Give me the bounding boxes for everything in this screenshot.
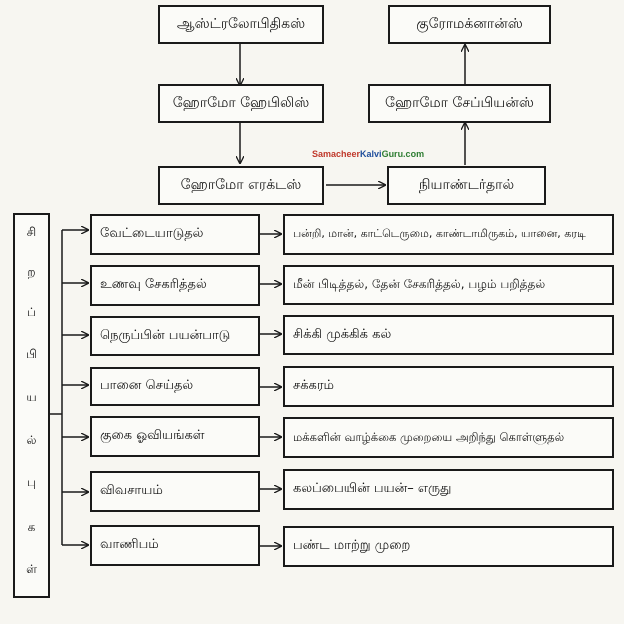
watermark-part2: Kalvi: [360, 149, 382, 159]
node-label: ஹோமோ சேப்பியன்ஸ்: [385, 94, 534, 111]
feature-box-hunting: வேட்டையாடுதல்: [90, 214, 260, 255]
node-neanderthal: நியாண்டர்தால்: [387, 166, 546, 205]
feature-box-pottery: பானை செய்தல்: [90, 367, 260, 406]
features-label-char: ற: [27, 265, 36, 279]
detail-box-agriculture: கலப்பையின் பயன்– எருது: [283, 469, 614, 510]
detail-label: பன்றி, மான், காட்டெருமை, காண்டாமிருகம், …: [293, 227, 586, 241]
node-homo-sapiens: ஹோமோ சேப்பியன்ஸ்: [368, 84, 551, 123]
feature-label: விவசாயம்: [100, 483, 163, 499]
detail-label: மீன் பிடித்தல், தேன் சேகரித்தல், பழம் பற…: [293, 277, 546, 292]
detail-label: பண்ட மாற்று முறை: [293, 538, 411, 554]
features-label-char: ல்: [26, 433, 37, 447]
detail-box-cave-paintings: மக்களின் வாழ்க்கை முறையை அறிந்து கொள்ளுத…: [283, 417, 614, 458]
features-label-char: பு: [27, 475, 36, 489]
feature-box-cave-paintings: குகை ஓவியங்கள்: [90, 416, 260, 457]
node-label: ஹோமோ ஹேபிலிஸ்: [172, 94, 310, 111]
feature-label: வேட்டையாடுதல்: [100, 226, 204, 242]
watermark-part1: Samacheer: [312, 149, 361, 159]
node-homo-habilis: ஹோமோ ஹேபிலிஸ்: [158, 84, 324, 123]
node-label: நியாண்டர்தால்: [418, 176, 515, 193]
features-label-char: க: [27, 520, 36, 534]
feature-label: குகை ஓவியங்கள்: [100, 428, 205, 444]
features-label-char: ய: [26, 390, 37, 404]
detail-label: மக்களின் வாழ்க்கை முறையை அறிந்து கொள்ளுத…: [293, 430, 565, 445]
feature-label: பானை செய்தல்: [100, 378, 194, 394]
features-label-char: ப்: [27, 305, 36, 319]
node-label: ஆஸ்ட்ரலோபிதிகஸ்: [176, 15, 306, 32]
node-label: ஹோமோ எரக்டஸ்: [180, 176, 302, 193]
features-label-char: ள்: [26, 562, 37, 576]
features-label-box: சி ற ப் பி ய ல் பு க ள்: [13, 213, 50, 598]
node-cro-magnon: குரோமக்னான்ஸ்: [388, 5, 551, 44]
feature-label: உணவு சேகரித்தல்: [100, 277, 207, 293]
feature-box-agriculture: விவசாயம்: [90, 471, 260, 512]
feature-box-trade: வாணிபம்: [90, 525, 260, 566]
feature-label: வாணிபம்: [100, 537, 159, 553]
node-label: குரோமக்னான்ஸ்: [416, 15, 523, 32]
detail-box-trade: பண்ட மாற்று முறை: [283, 526, 614, 567]
node-australopithecus: ஆஸ்ட்ரலோபிதிகஸ்: [158, 5, 324, 44]
detail-label: சிக்கி முக்கிக் கல்: [293, 326, 392, 342]
detail-label: சக்கரம்: [293, 378, 335, 394]
detail-box-pottery: சக்கரம்: [283, 366, 614, 407]
detail-box-food-gathering: மீன் பிடித்தல், தேன் சேகரித்தல், பழம் பற…: [283, 265, 614, 305]
features-label-char: சி: [26, 225, 37, 239]
watermark: SamacheerKalviGuru.com: [312, 149, 424, 159]
detail-label: கலப்பையின் பயன்– எருது: [293, 481, 452, 497]
detail-box-hunting: பன்றி, மான், காட்டெருமை, காண்டாமிருகம், …: [283, 214, 614, 255]
detail-box-use-of-fire: சிக்கி முக்கிக் கல்: [283, 315, 614, 355]
feature-label: நெருப்பின் பயன்பாடு: [100, 327, 231, 343]
node-homo-erectus: ஹோமோ எரக்டஸ்: [158, 166, 324, 205]
feature-box-use-of-fire: நெருப்பின் பயன்பாடு: [90, 316, 260, 356]
feature-box-food-gathering: உணவு சேகரித்தல்: [90, 265, 260, 306]
features-label-char: பி: [26, 347, 37, 361]
watermark-part3: Guru.com: [381, 149, 425, 159]
